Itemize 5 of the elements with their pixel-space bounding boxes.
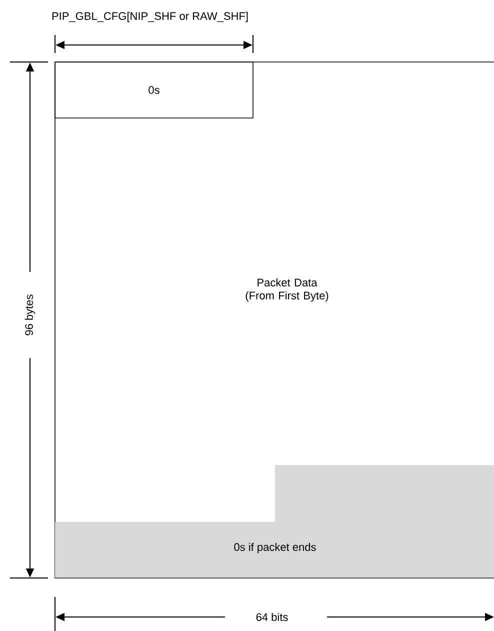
shaded-region: 0s if packet ends <box>55 465 494 578</box>
zero-fill-box: 0s <box>54 62 254 118</box>
dimension-label: 96 bytes <box>24 294 36 336</box>
dimension-label: PIP_GBL_CFG[NIP_SHF or RAW_SHF] <box>52 12 248 22</box>
dimension-label: 64 bits <box>256 612 288 622</box>
